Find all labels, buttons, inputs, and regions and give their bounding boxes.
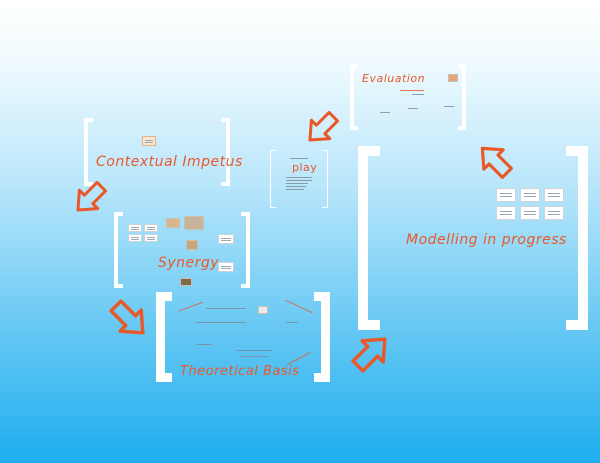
text-line: [444, 106, 454, 107]
text-line: [196, 322, 246, 323]
photo-thumbnail[interactable]: [166, 218, 180, 228]
bracket-right: [221, 118, 230, 186]
bracket-left: [84, 118, 93, 186]
arrow-down-left-icon: [308, 110, 340, 142]
text-line: [286, 180, 312, 181]
bracket-right: [566, 146, 588, 330]
slide-thumbnail[interactable]: [142, 136, 156, 146]
slide-thumbnail[interactable]: [520, 188, 540, 202]
bracket-left: [114, 212, 123, 288]
text-line: [178, 301, 204, 312]
bracket-right: [314, 292, 330, 382]
photo-thumbnail[interactable]: [448, 74, 458, 82]
photo-thumbnail[interactable]: [258, 306, 268, 314]
slide-thumbnail[interactable]: [544, 188, 564, 202]
photo-thumbnail[interactable]: [186, 240, 198, 250]
frame-title: play: [292, 161, 318, 174]
arrow-down-right-icon: [76, 180, 108, 212]
frame-theoretical-basis[interactable]: Theoretical Basis: [156, 292, 330, 382]
text-line: [196, 344, 212, 345]
frame-title: Contextual Impetus: [96, 154, 243, 170]
slide-thumbnail[interactable]: [144, 234, 158, 242]
bracket-left: [156, 292, 172, 382]
text-line: [400, 90, 424, 91]
text-line: [286, 177, 312, 178]
text-line: [236, 350, 272, 351]
slide-thumbnail[interactable]: [496, 188, 516, 202]
bracket-left: [358, 146, 380, 330]
slide-thumbnail[interactable]: [520, 206, 540, 220]
photo-thumbnail[interactable]: [184, 216, 204, 230]
bracket-right: [241, 212, 250, 288]
slide-thumbnail[interactable]: [128, 234, 142, 242]
frame-synergy[interactable]: Synergy: [114, 212, 250, 288]
arrow-up-left-icon: [480, 146, 513, 179]
slide-thumbnail[interactable]: [544, 206, 564, 220]
text-line: [412, 94, 424, 95]
frame-play[interactable]: play: [270, 150, 328, 208]
text-line: [286, 322, 298, 323]
frame-contextual-impetus[interactable]: Contextual Impetus: [84, 118, 242, 186]
frame-title: Theoretical Basis: [180, 364, 300, 379]
frame-modelling-in-progress[interactable]: Modelling in progress: [358, 146, 588, 330]
bracket-right: [458, 64, 466, 130]
text-line: [286, 183, 308, 184]
text-line: [408, 108, 418, 109]
text-line: [285, 299, 313, 314]
text-line: [290, 158, 308, 159]
arrow-down-right-icon: [109, 299, 145, 335]
bracket-right: [322, 150, 328, 208]
slide-thumbnail[interactable]: [218, 234, 234, 244]
frame-title: Synergy: [158, 255, 220, 271]
frame-evaluation[interactable]: Evaluation: [350, 64, 466, 130]
text-line: [286, 186, 306, 187]
frame-title: Evaluation: [362, 72, 426, 85]
photo-thumbnail[interactable]: [180, 278, 192, 286]
bracket-left: [270, 150, 276, 208]
text-line: [240, 356, 268, 357]
text-line: [206, 308, 246, 309]
slide-thumbnail[interactable]: [128, 224, 142, 232]
frame-title: Modelling in progress: [406, 232, 567, 248]
slide-thumbnail[interactable]: [496, 206, 516, 220]
bracket-left: [350, 64, 358, 130]
arrow-up-right-icon: [351, 337, 387, 373]
slide-thumbnail[interactable]: [144, 224, 158, 232]
text-line: [286, 189, 304, 190]
slide-thumbnail[interactable]: [218, 262, 234, 272]
text-line: [380, 112, 390, 113]
